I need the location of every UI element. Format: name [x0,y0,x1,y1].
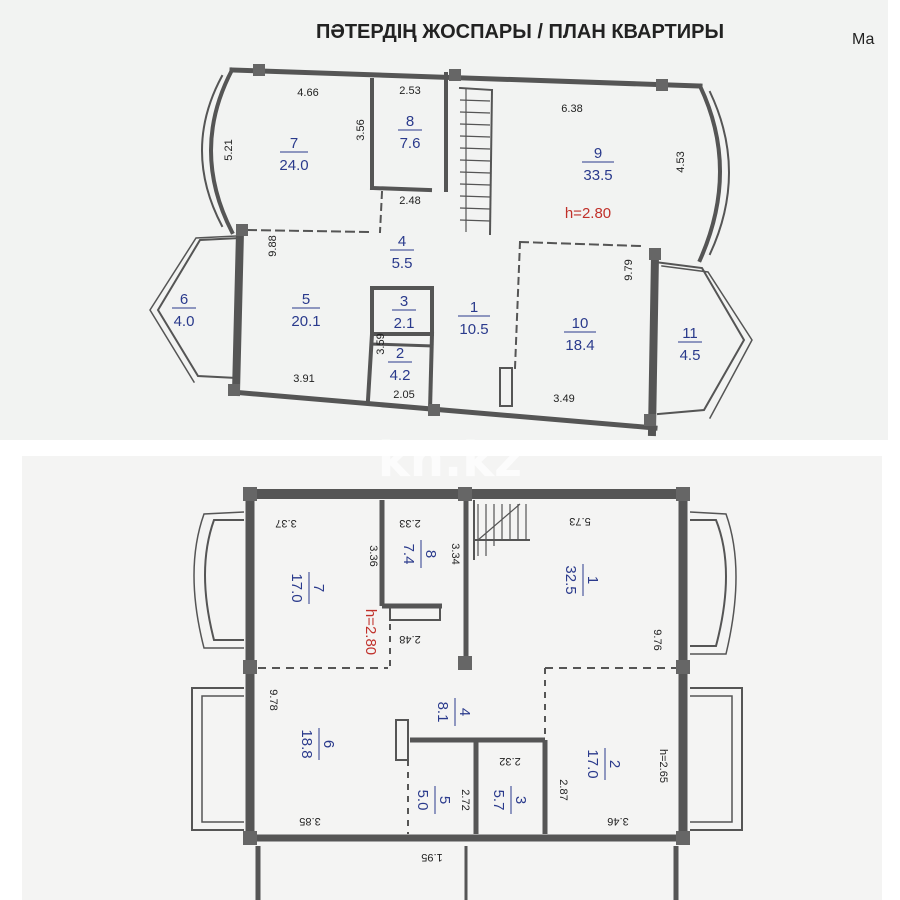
plan2-dim-11: 2.87 [557,779,569,800]
plan1-dim-13: 3.49 [553,393,574,405]
plan1-dim-8: 9.88 [267,235,279,256]
plan1-dim-12: 2.05 [393,389,414,401]
plan2-room-7: 7 17.0 [288,572,327,604]
plan2-dim-6: 2.48 [399,633,420,645]
plan1-room-9: 9 33.5 [582,145,614,184]
plan2-dim-7: 9.76 [651,629,663,650]
plan2-dim-9: 2.32 [499,755,520,767]
svg-text:1: 1 [470,299,478,316]
svg-text:7: 7 [290,135,298,152]
svg-text:5: 5 [436,796,453,804]
plan1-dim-4: 5.21 [223,139,235,160]
plan1-ceiling-height: h=2.80 [565,205,611,222]
plan2-room-1: 1 32.5 [562,564,601,596]
svg-text:5.7: 5.7 [490,790,507,811]
svg-text:3: 3 [400,293,408,310]
plan1-dim-7: 2.48 [399,195,420,207]
plan2-dim-5: 3.34 [449,543,461,564]
svg-text:5: 5 [302,291,310,308]
plan1-room-6: 6 4.0 [172,291,196,330]
plan2-dim-3: 5.73 [569,515,590,527]
plan1-room-7: 7 24.0 [279,135,308,174]
plan2-dim-2: 2.33 [399,517,420,529]
svg-text:5.5: 5.5 [392,255,413,272]
svg-text:17.0: 17.0 [584,749,601,778]
svg-text:32.5: 32.5 [562,565,579,594]
plan2-dim-12: 3.85 [299,815,320,827]
plan1-corner-text: Ма [852,31,875,48]
svg-text:1: 1 [584,576,601,584]
svg-text:8.1: 8.1 [434,702,451,723]
svg-text:33.5: 33.5 [583,167,612,184]
svg-text:10: 10 [572,315,589,332]
plan1-room-8: 8 7.6 [398,113,422,152]
plan1-room-11: 11 4.5 [678,325,702,364]
svg-text:2: 2 [606,760,623,768]
plan2-ceiling-height: h=2.80 [362,609,379,655]
plan2-stairs [477,503,527,556]
plan1-panel [0,0,888,440]
plan2-dim-13: 1.95 [421,851,442,863]
plan2-room-5: 5 5.0 [414,786,453,814]
plan1-room-10: 10 18.4 [564,315,596,354]
plan1-dim-5: 3.56 [355,119,367,140]
svg-text:4: 4 [456,708,473,716]
plan1-columns [228,64,668,426]
plan1-room-1: 1 10.5 [458,299,490,338]
svg-text:7.4: 7.4 [400,544,417,565]
plan1-dim-11: 3.91 [293,373,314,385]
plan2-panel [22,456,882,900]
svg-text:7: 7 [310,584,327,592]
svg-text:4: 4 [398,233,406,250]
svg-text:17.0: 17.0 [288,573,305,602]
svg-text:4.0: 4.0 [174,313,195,330]
plan1-dim-9: 9.79 [623,259,635,280]
plan2-dim-1: 3.37 [275,517,296,529]
plan1-dim-10: 3.59 [375,333,387,354]
plan1-room-4: 4 5.5 [390,233,414,272]
plan2-room-4: 4 8.1 [434,698,473,726]
plan1-title: ПӘТЕРДІҢ ЖОСПАРЫ / ПЛАН КВАРТИРЫ [316,21,724,43]
svg-text:18.8: 18.8 [298,729,315,758]
svg-text:4.2: 4.2 [390,367,411,384]
plan2-room-6: 6 18.8 [298,728,337,760]
svg-text:7.6: 7.6 [400,135,421,152]
plan2-dim-10: 2.72 [459,789,471,810]
plan1-dim-1: 4.66 [297,87,318,99]
plan2-room-3: 3 5.7 [490,786,529,814]
svg-text:18.4: 18.4 [565,337,594,354]
svg-text:9: 9 [594,145,602,162]
plan1-stairs [459,88,491,232]
plan2-room-2: 2 17.0 [584,748,623,780]
svg-text:3: 3 [512,796,529,804]
watermark-logo: kn.kz [378,432,522,488]
svg-text:6: 6 [180,291,188,308]
svg-text:8: 8 [406,113,414,130]
svg-text:10.5: 10.5 [459,321,488,338]
plan1-room-3: 3 2.1 [392,293,416,332]
plan2-dim-4: 3.36 [367,545,379,566]
svg-text:20.1: 20.1 [291,313,320,330]
svg-text:6: 6 [320,740,337,748]
svg-text:24.0: 24.0 [279,157,308,174]
svg-text:8: 8 [422,550,439,558]
plan2-dim-8: 9.78 [267,689,279,710]
plan1-dim-2: 2.53 [399,85,420,97]
plan1-room-5: 5 20.1 [291,291,320,330]
plan2-columns [243,487,690,845]
plan1-room-2: 2 4.2 [388,345,412,384]
plan1-walls [149,67,753,437]
svg-text:4.5: 4.5 [680,347,701,364]
plan2-room-8: 8 7.4 [400,540,439,568]
svg-text:2: 2 [396,345,404,362]
plan1-dim-3: 6.38 [561,103,582,115]
svg-text:11: 11 [682,325,698,342]
plan2-ceiling-height-small: h=2.65 [657,749,669,783]
plan1-dim-6: 4.53 [675,151,687,172]
svg-text:2.1: 2.1 [394,315,415,332]
plan2-dim-14: 3.46 [607,815,628,827]
svg-text:5.0: 5.0 [414,790,431,811]
